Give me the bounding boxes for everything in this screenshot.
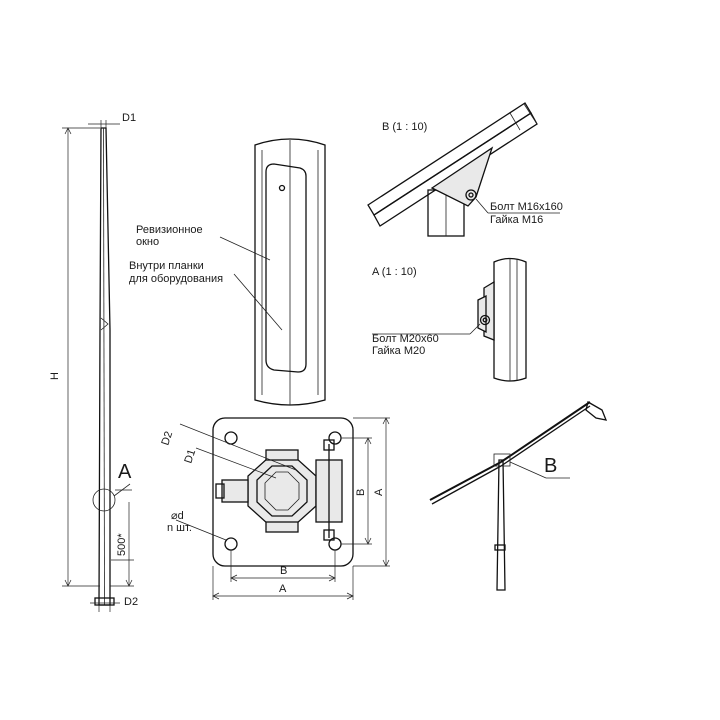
pole-detail-marker-a: A xyxy=(118,461,132,483)
hole-diameter-label: ⌀d xyxy=(171,510,184,522)
flange-b-horizontal-label: B xyxy=(280,565,287,577)
inside-plank-label-1: Внутри планки xyxy=(129,260,204,272)
flange-d1-label: D1 xyxy=(182,448,198,465)
window-label-leader-1 xyxy=(219,236,271,261)
detail-b-bolt-label: Болт М16х160 xyxy=(490,201,563,213)
detail-b-nut-label: Гайка М16 xyxy=(490,214,543,226)
pole-height-label: H xyxy=(49,372,61,380)
pole-d2-label: D2 xyxy=(124,596,138,608)
bracket-detail-box xyxy=(493,453,511,467)
pole-side-view: A D1 D2 H 500* xyxy=(49,112,138,612)
detail-a-view: A (1 : 10) Болт М20х60 Гайка М20 xyxy=(372,257,527,382)
detail-b-bolt-icon xyxy=(465,189,477,201)
detail-a-nut-label: Гайка М20 xyxy=(372,345,425,357)
flange-plan-view: D2 D1 ⌀d n шт. B A B A xyxy=(159,417,390,600)
revision-window-label-1: Ревизионное xyxy=(136,224,203,236)
detail-a-title: A (1 : 10) xyxy=(372,266,417,278)
flange-hole xyxy=(224,537,238,551)
pole-section-inner xyxy=(256,465,308,517)
detail-a-bolt-icon xyxy=(479,314,491,326)
pole-base-flange xyxy=(94,597,115,606)
pole-detail-circle-a xyxy=(92,488,116,512)
pole-d1-label: D1 xyxy=(122,112,136,124)
revision-window-label-2: окно xyxy=(136,236,159,248)
bracket-detail-marker-b: B xyxy=(544,455,557,477)
pole-bracket-3d-view: B xyxy=(429,401,608,591)
pole-section-outer xyxy=(247,457,317,525)
detail-b-title: B (1 : 10) xyxy=(382,121,427,133)
flange-plate xyxy=(212,417,354,567)
inside-plank-label-2: для оборудования xyxy=(129,273,223,285)
window-label-leader-2 xyxy=(233,273,283,331)
flange-hole xyxy=(328,431,342,445)
revision-window-view: Ревизионное окно Внутри планки для обору… xyxy=(129,138,326,406)
flange-a-vertical-label: A xyxy=(373,488,385,496)
flange-a-horizontal-label: A xyxy=(279,583,287,595)
hole-count-label: n шт. xyxy=(167,522,192,534)
luminaire-icon xyxy=(585,401,608,421)
detail-a-bolt-label: Болт М20х60 xyxy=(372,333,439,345)
window-screw xyxy=(278,184,286,192)
pole-base-offset-label: 500* xyxy=(116,533,128,556)
revision-window-opening xyxy=(265,163,307,373)
detail-b-view: B (1 : 10) Болт М16х160 Гайка М16 xyxy=(367,102,563,237)
flange-b-vertical-label: B xyxy=(355,489,367,496)
flange-d2-label: D2 xyxy=(159,430,175,447)
